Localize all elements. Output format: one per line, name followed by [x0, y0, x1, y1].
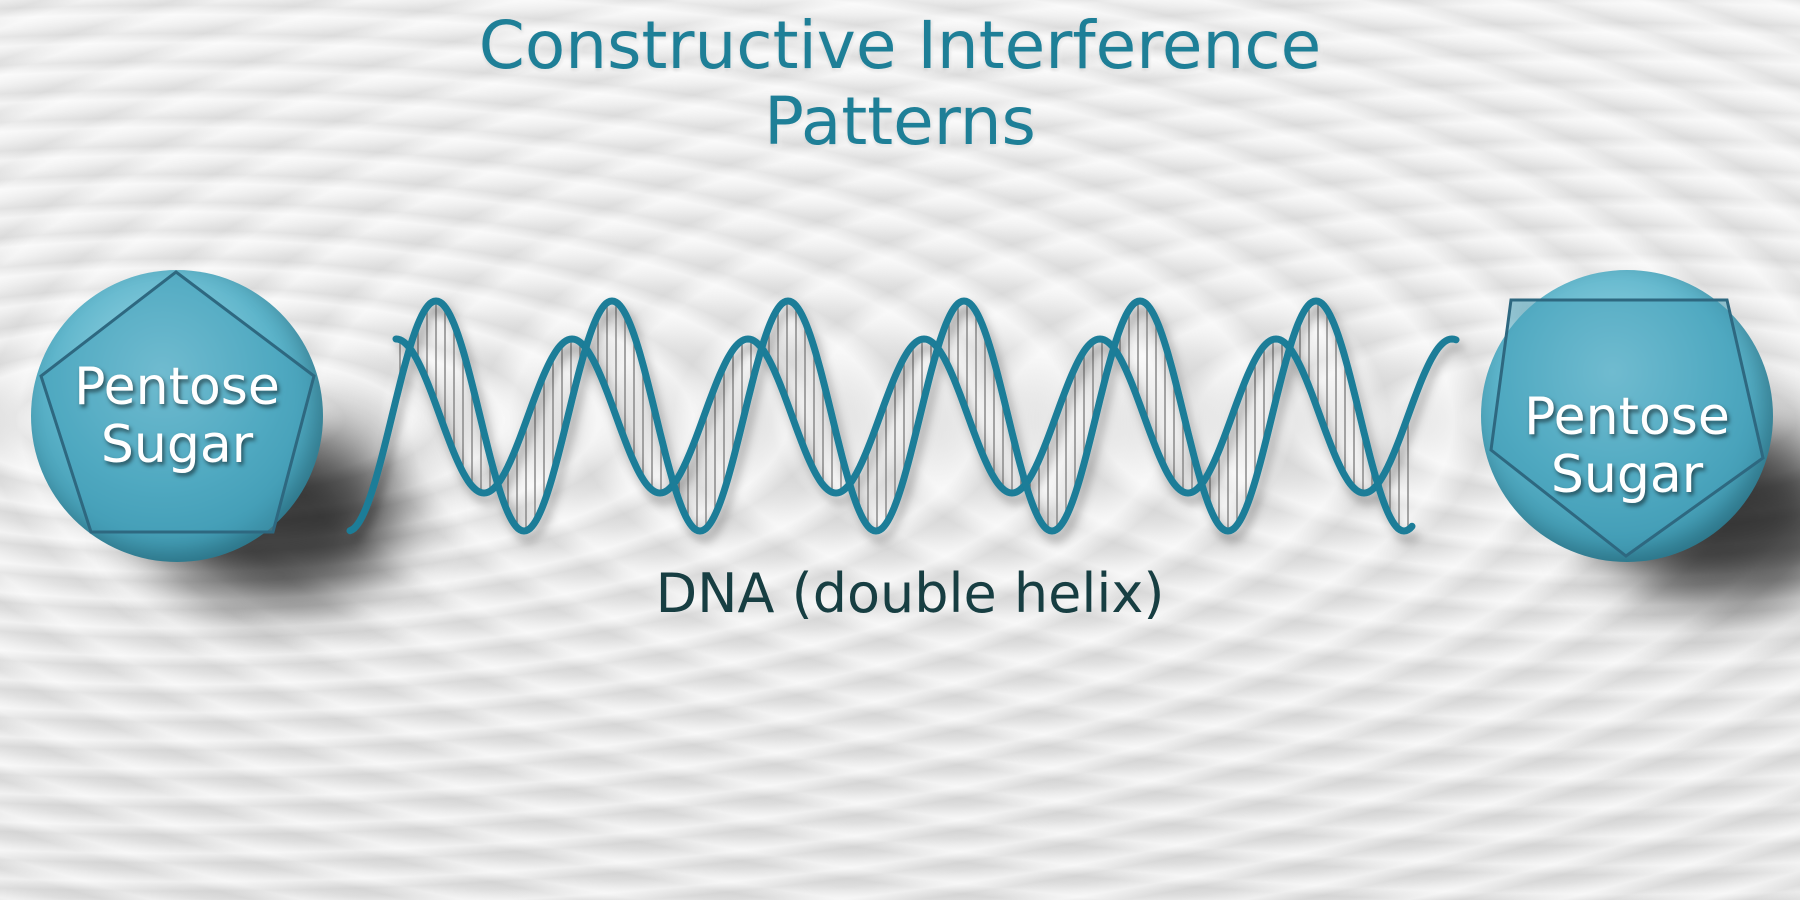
right-pentose-sugar-sphere: Pentose Sugar — [1481, 270, 1773, 562]
dna-label: DNA (double helix) — [655, 562, 1165, 625]
helix-strand-1 — [346, 297, 1416, 535]
label-line-1: Pentose — [1524, 387, 1730, 447]
left-pentose-sugar-sphere: Pentose Sugar — [31, 270, 323, 562]
pentagon-icon — [39, 270, 316, 534]
right-sphere-label: Pentose Sugar — [1481, 388, 1773, 504]
base-pair-rungs — [399, 301, 1409, 531]
helix-strand-2 — [392, 335, 1460, 497]
title-line-2: Patterns — [764, 83, 1036, 160]
title-line-1: Constructive Interference — [478, 7, 1322, 84]
left-sphere-label: Pentose Sugar — [31, 358, 323, 474]
label-line-2: Sugar — [100, 415, 254, 475]
pentagon-icon — [1489, 298, 1765, 558]
label-line-2: Sugar — [1550, 445, 1704, 505]
label-line-1: Pentose — [74, 357, 280, 417]
diagram-title: Constructive Interference Patterns — [0, 8, 1800, 160]
